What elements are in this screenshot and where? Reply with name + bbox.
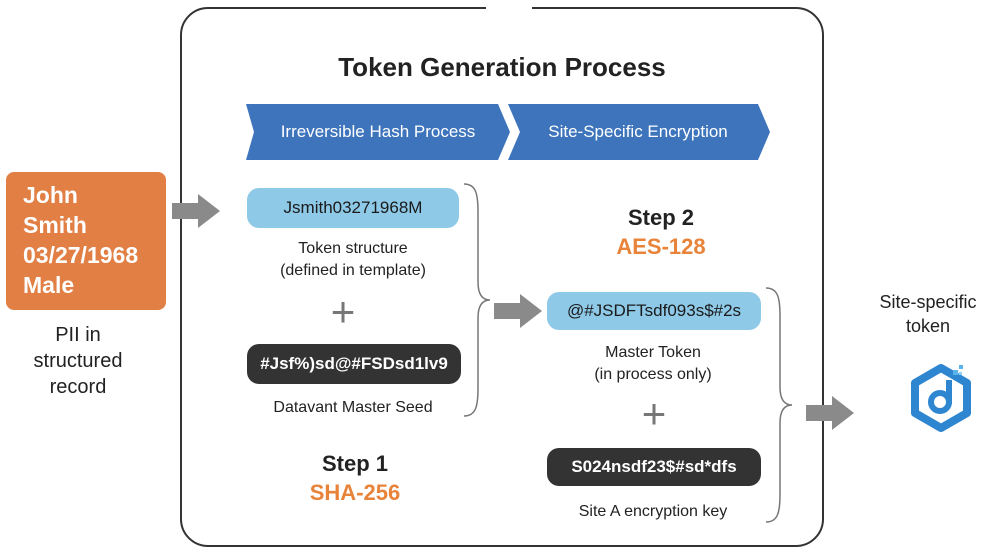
pii-name-last: Smith [23, 212, 87, 238]
token-structure-caption: Token structure (defined in template) [280, 240, 426, 279]
diagram-title: Token Generation Process [338, 52, 666, 82]
encryption-key-caption: Site A encryption key [578, 503, 728, 520]
master-seed-caption: Datavant Master Seed [273, 399, 433, 416]
frame-gap [486, 0, 532, 14]
chevron-hash-process [246, 104, 510, 160]
token-structure-pill: Jsmith03271968M [247, 188, 459, 228]
master-token-caption: Master Token (in process only) [594, 344, 712, 383]
step2-algorithm: AES-128 [616, 234, 706, 259]
phase-label-hash: Irreversible Hash Process [280, 122, 476, 141]
pii-dob: 03/27/1968 [23, 242, 139, 268]
step1-brace [463, 183, 491, 417]
phase-chevrons [246, 104, 770, 160]
datavant-logo-icon [911, 364, 971, 432]
step2-brace [765, 287, 793, 523]
step1-algorithm: SHA-256 [309, 480, 401, 505]
encryption-key-pill: S024nsdf23$#sd*dfs [547, 448, 761, 486]
pii-caption: PII in structured record [33, 324, 123, 398]
pii-name-first: John [23, 182, 78, 208]
arrow-right-icon [172, 194, 220, 228]
step2-title: Step 2 [627, 205, 695, 230]
plus-icon: + [641, 390, 667, 437]
step1-title: Step 1 [321, 451, 389, 476]
phase-label-encryption: Site-Specific Encryption [548, 122, 728, 141]
pii-gender: Male [23, 272, 75, 298]
output-caption: Site-specific token [879, 292, 977, 336]
master-token-pill: @#JSDFTsdf093s$#2s [547, 292, 761, 330]
arrow-right-icon [494, 294, 542, 328]
plus-icon: + [330, 288, 356, 335]
master-seed-pill: #Jsf%)sd@#FSDsd1lv9 [247, 344, 461, 384]
arrow-right-icon [806, 396, 854, 430]
chevron-site-encryption [508, 104, 770, 160]
pii-record-box: John Smith 03/27/1968 Male [6, 172, 166, 310]
